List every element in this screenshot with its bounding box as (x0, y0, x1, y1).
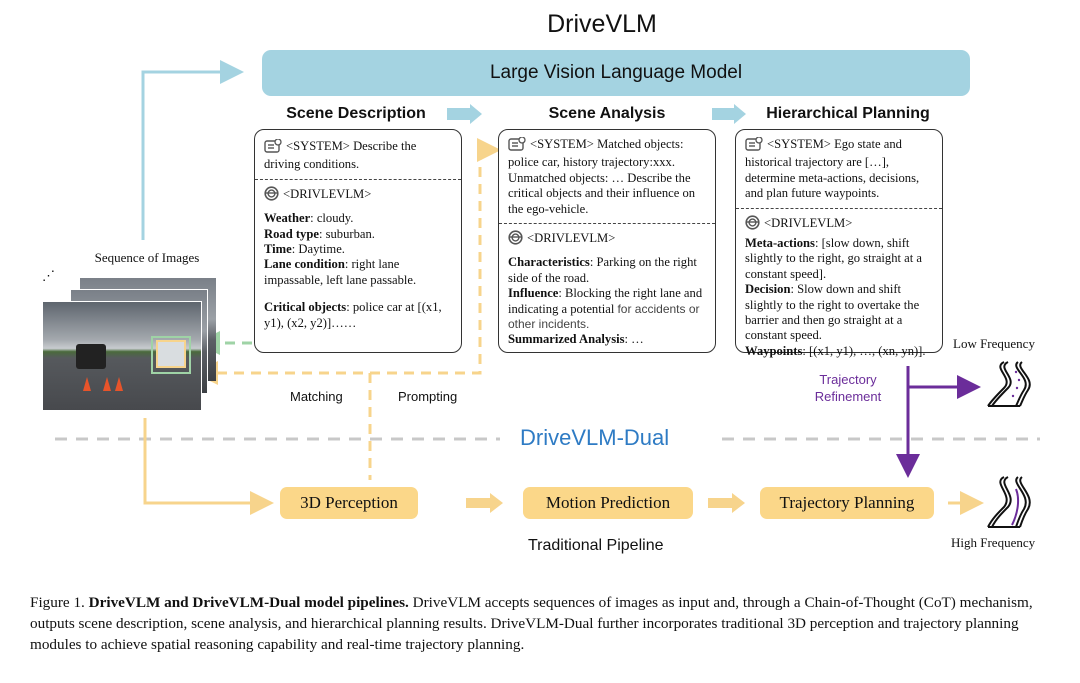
match-box-green (151, 336, 191, 374)
system-tag: <SYSTEM> (530, 137, 594, 151)
model-response: <DRIVLEVLM> Weather: cloudy. Road type: … (255, 180, 461, 337)
dual-title: DriveVLM-Dual (520, 425, 670, 450)
car-shape (76, 344, 106, 369)
low-frequency-label: Low Frequency (953, 336, 1035, 351)
pipeline-trajectory-planning: Trajectory Planning (760, 487, 934, 519)
field-critical-objects: Critical objects: police car at [(x1, y1… (264, 300, 442, 330)
input-label: Sequence of Images (94, 250, 200, 265)
trajectory-refinement-label: Trajectory Refinement (805, 371, 891, 405)
system-prompt: <SYSTEM> Describe the driving conditions… (255, 130, 461, 180)
pipeline-arrow-2 (708, 493, 745, 513)
match-box-yellow (156, 340, 186, 368)
road-high-frequency-icon (987, 476, 1031, 528)
caption-text: DriveVLM accepts sequences of images as … (30, 594, 1033, 653)
system-tag: <SYSTEM> (286, 139, 350, 153)
caption-bold: DriveVLM and DriveVLM-Dual model pipelin… (88, 594, 409, 611)
figure-caption: Figure 1. DriveVLM and DriveVLM-Dual mod… (30, 592, 1060, 655)
matching-label: Matching (290, 389, 343, 404)
steering-wheel-icon (508, 230, 523, 249)
stage-title-scene-analysis: Scene Analysis (548, 105, 666, 122)
field-summarized-analysis: Summarized Analysis: … (508, 332, 644, 347)
prompting-path (194, 150, 482, 385)
scene-description-card: <SYSTEM> Describe the driving conditions… (254, 129, 462, 353)
steering-wheel-icon (745, 215, 760, 234)
system-tag: <SYSTEM> (767, 137, 831, 151)
pipeline-motion-prediction: Motion Prediction (523, 487, 693, 519)
field-characteristics: Characteristics: Parking on the right si… (508, 255, 697, 285)
system-prompt-icon (745, 136, 763, 155)
figure-title: DriveVLM (547, 10, 657, 38)
prompting-label: Prompting (398, 389, 458, 404)
response-tag: <DRIVLEVLM> (527, 231, 616, 246)
high-frequency-label: High Frequency (951, 535, 1036, 550)
caption-prefix: Figure 1. (30, 594, 89, 611)
stage-title-hierarchical-planning: Hierarchical Planning (766, 105, 930, 122)
input-to-perception-arrow (143, 418, 274, 515)
model-response: <DRIVLEVLM> Meta-actions: [slow down, sh… (736, 209, 942, 366)
system-text: Describe the driving conditions. (264, 139, 417, 172)
system-prompt-icon (508, 136, 526, 155)
pipeline-arrow-1 (466, 493, 503, 513)
stage-arrow-2 (712, 104, 746, 124)
input-to-lvlm-arrow (141, 60, 244, 240)
cone-3 (115, 377, 123, 391)
cone-2 (103, 377, 111, 391)
lvlm-banner: Large Vision Language Model (262, 50, 970, 96)
field-influence: Influence: Blocking the right lane and i… (508, 286, 703, 332)
system-text: Matched objects: police car, history tra… (508, 137, 696, 216)
cone-1 (83, 377, 91, 391)
field-weather: Weather: cloudy. (264, 211, 354, 226)
field-waypoints: Waypoints: [(x1, y1), …, (xn, yn)]. (745, 343, 926, 358)
trajectory-refinement-line1: Trajectory (819, 372, 877, 387)
stage-title-scene-description: Scene Description (286, 105, 426, 122)
image-sequence (42, 278, 222, 413)
pipeline-3d-perception: 3D Perception (280, 487, 418, 519)
field-meta-actions: Meta-actions: [slow down, shift slightly… (745, 236, 922, 281)
scene-analysis-card: <SYSTEM> Matched objects: police car, hi… (498, 129, 716, 353)
hierarchical-planning-card: <SYSTEM> Ego state and historical trajec… (735, 129, 943, 358)
system-prompt: <SYSTEM> Ego state and historical trajec… (736, 130, 942, 209)
trajectory-refinement-line2: Refinement (814, 389, 882, 404)
system-prompt: <SYSTEM> Matched objects: police car, hi… (499, 130, 715, 225)
traditional-pipeline-label: Traditional Pipeline (528, 537, 664, 554)
more-frames-dots: ⋰ (42, 268, 55, 283)
model-response: <DRIVLEVLM> Characteristics: Parking on … (499, 224, 715, 354)
system-text: Ego state and historical trajectory are … (745, 137, 920, 201)
field-time: Time: Daytime. (264, 242, 345, 257)
road-low-frequency-icon (987, 361, 1031, 407)
response-tag: <DRIVLEVLM> (764, 215, 853, 230)
stage-arrow-1 (447, 104, 482, 124)
response-tag: <DRIVLEVLM> (283, 186, 372, 201)
field-decision: Decision: Slow down and shift slightly t… (745, 282, 920, 343)
field-lane-condition: Lane condition: right lane impassable, l… (264, 257, 417, 287)
image-frame-front (42, 301, 202, 411)
steering-wheel-icon (264, 186, 279, 205)
field-road-type: Road type: suburban. (264, 226, 375, 241)
system-prompt-icon (264, 138, 282, 157)
